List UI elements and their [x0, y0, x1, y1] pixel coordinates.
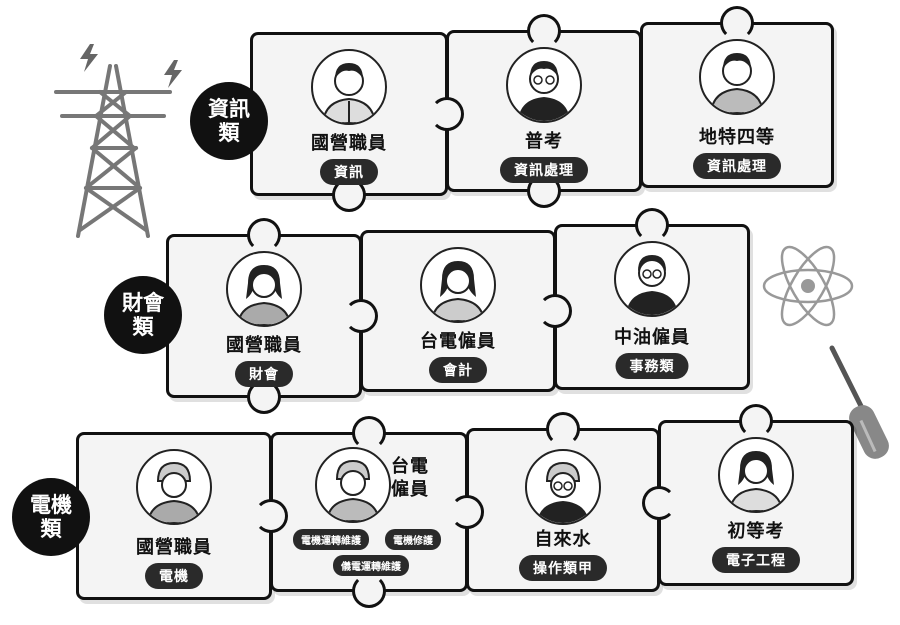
job-title: 國營職員	[311, 133, 387, 154]
lightning-icon	[164, 60, 182, 88]
lightning-icon	[80, 44, 98, 72]
avatar	[420, 247, 496, 323]
avatar	[525, 449, 601, 525]
career-card-electrical-state-enterprise[interactable]: 國營職員 電機	[76, 432, 288, 600]
category-label: 財會	[122, 290, 164, 315]
career-card-electrical-elementary-exam[interactable]: 初等考 電子工程	[642, 404, 854, 586]
job-subject-pill: 電機運轉維護	[293, 529, 369, 550]
career-card-electrical-water[interactable]: 自來水 操作類甲	[466, 412, 660, 592]
job-title: 台電 僱員	[391, 455, 429, 502]
job-subject-pill: 操作類甲	[519, 555, 607, 581]
category-it: 資訊 類	[190, 82, 268, 160]
job-subject-pill: 電機	[145, 563, 203, 589]
job-title: 初等考	[727, 521, 785, 542]
category-finance: 財會 類	[104, 276, 182, 354]
job-subject-pill: 儀電運轉維護	[333, 555, 409, 576]
career-card-finance-state-enterprise[interactable]: 國營職員 財會	[166, 218, 378, 414]
category-label: 類	[132, 315, 154, 339]
job-subject-pill: 資訊處理	[500, 157, 588, 183]
category-label: 資訊	[208, 96, 250, 121]
avatar	[699, 39, 775, 115]
job-subject-pill: 資訊處理	[693, 153, 781, 179]
job-title-line: 台電	[391, 456, 429, 477]
category-label: 類	[218, 121, 240, 145]
career-card-finance-cpc[interactable]: 中油僱員 事務類	[554, 208, 750, 390]
atom-icon	[762, 245, 854, 327]
avatar	[506, 47, 582, 123]
avatar	[718, 437, 794, 513]
avatar	[311, 49, 387, 125]
job-title: 地特四等	[699, 127, 775, 148]
power-tower-icon	[54, 64, 172, 238]
job-title: 國營職員	[136, 537, 212, 558]
job-subject-pill: 財會	[235, 361, 293, 387]
career-card-finance-taipower[interactable]: 台電僱員 會計	[360, 230, 572, 392]
career-card-it-state-enterprise[interactable]: 國營職員 資訊	[250, 32, 464, 212]
category-electrical: 電機 類	[12, 478, 90, 556]
job-title: 國營職員	[226, 335, 302, 356]
job-title: 中油僱員	[614, 327, 690, 348]
job-title: 自來水	[534, 529, 592, 550]
avatar	[136, 449, 212, 525]
screwdriver-icon	[829, 345, 889, 459]
job-subject-pill: 電機修護	[385, 529, 441, 550]
job-title-line: 僱員	[391, 479, 429, 501]
career-card-it-local-exam[interactable]: 地特四等 資訊處理	[640, 6, 834, 188]
avatar	[226, 251, 302, 327]
avatar	[315, 447, 391, 523]
job-subject-pill: 會計	[429, 357, 487, 383]
career-card-it-general-exam[interactable]: 普考 資訊處理	[446, 14, 642, 208]
job-title: 普考	[525, 131, 563, 152]
avatar	[614, 241, 690, 317]
job-subject-pill: 電子工程	[712, 547, 800, 573]
job-subject-pill: 事務類	[615, 353, 689, 379]
category-label: 電機	[30, 492, 72, 517]
job-subject-pill: 資訊	[320, 159, 378, 185]
career-card-electrical-taipower[interactable]: 台電 僱員 電機運轉維護 電機修護 儀電運轉維護	[270, 416, 484, 608]
job-title: 台電僱員	[420, 331, 496, 352]
category-label: 類	[40, 517, 62, 541]
